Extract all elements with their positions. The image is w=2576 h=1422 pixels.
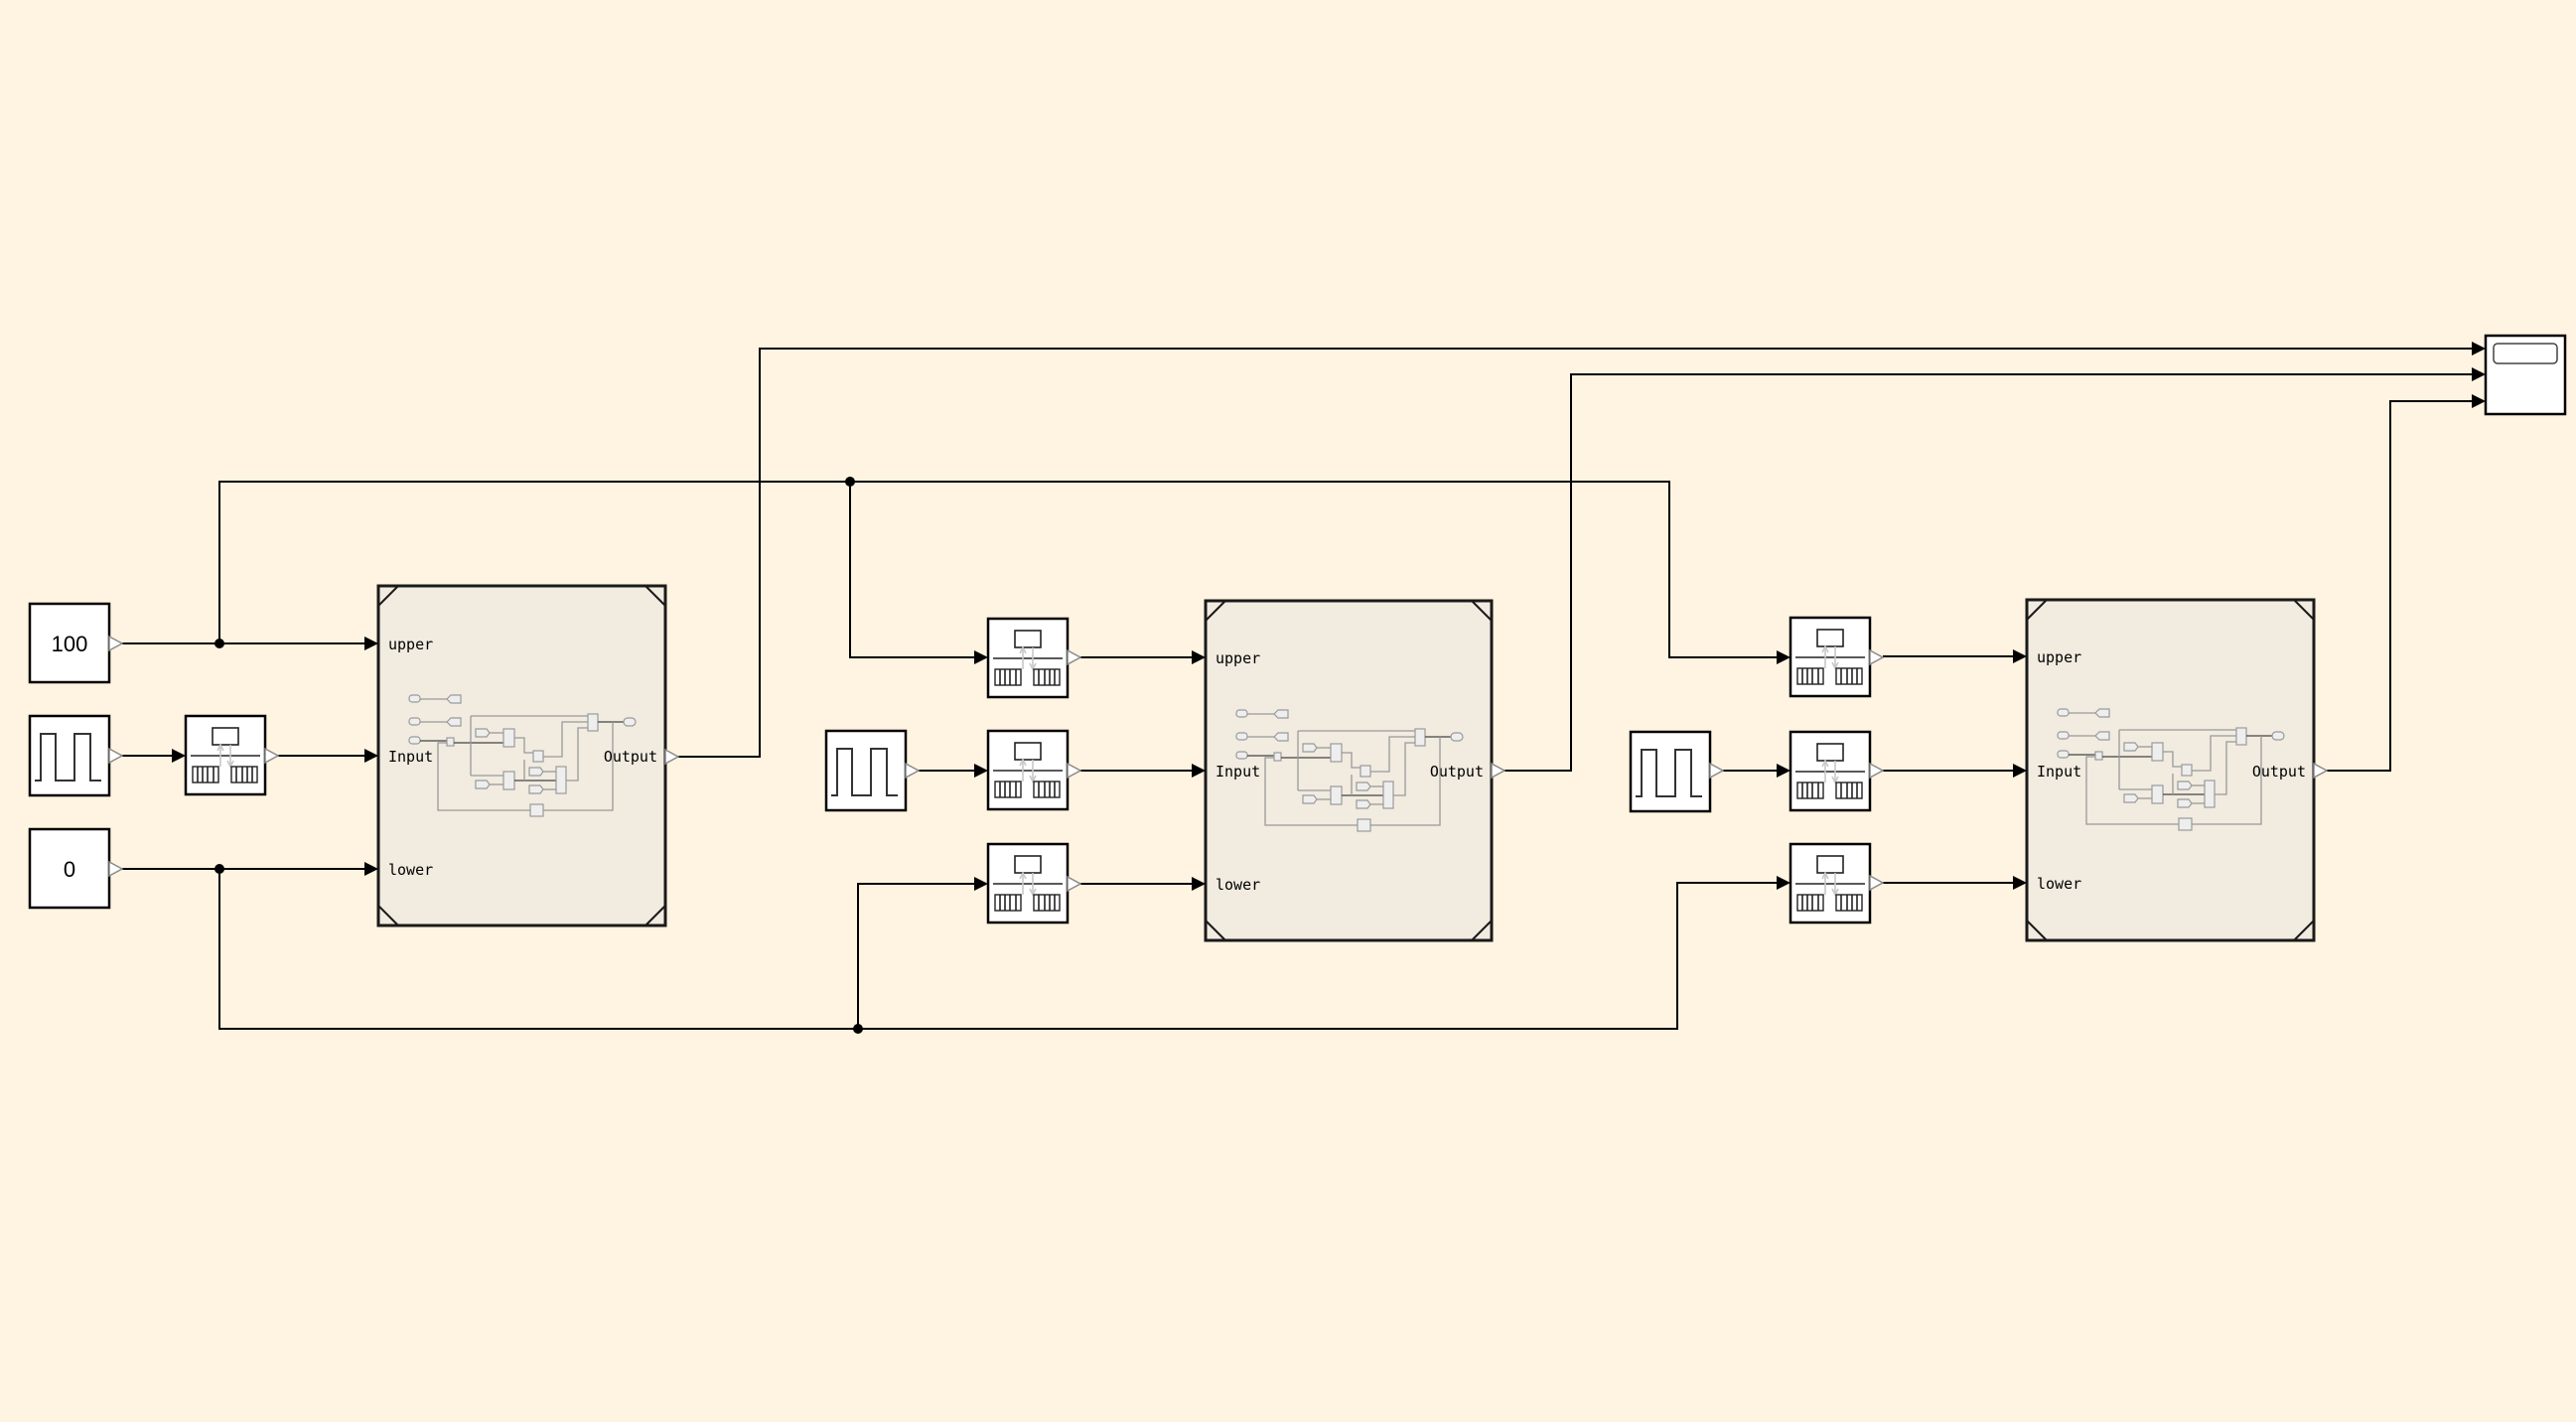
port-label-upper: upper — [1216, 649, 1260, 667]
subsystem-1[interactable]: upper Input lower Output — [364, 584, 679, 927]
branch-point — [853, 1024, 863, 1034]
input-arrow-icon — [1777, 876, 1790, 890]
square-wave-icon — [1629, 730, 1712, 813]
output-port-icon — [108, 748, 123, 764]
output-port-icon — [1869, 875, 1884, 891]
port-label-input: Input — [388, 748, 433, 766]
input-arrow-icon — [1777, 650, 1790, 664]
branch-point — [215, 639, 224, 648]
wire-upper-branch-2[interactable] — [849, 482, 974, 658]
input-arrow-icon — [974, 650, 988, 664]
input-arrow-icon — [2013, 764, 2027, 778]
subsystem-2[interactable]: upper Input lower Output — [1192, 599, 1505, 942]
input-arrow-icon — [1192, 650, 1206, 664]
wire-lower-bus[interactable] — [218, 869, 1777, 1030]
wire-upper-bus[interactable] — [218, 481, 1777, 658]
pulse-generator-1[interactable] — [28, 714, 123, 797]
wire-lower-branch-2[interactable] — [857, 883, 974, 1029]
input-arrow-icon — [2472, 367, 2486, 381]
subsystem-3[interactable]: upper Input lower Output — [2013, 598, 2328, 942]
rate-transition-icon — [1789, 842, 1872, 924]
output-port-icon — [905, 763, 920, 779]
rate-transition-2-lower[interactable] — [974, 842, 1081, 924]
input-arrow-icon — [974, 764, 988, 778]
rate-transition-icon — [986, 729, 1070, 811]
input-arrow-icon — [172, 749, 186, 763]
port-label-lower: lower — [2037, 875, 2081, 893]
input-arrow-icon — [974, 877, 988, 891]
rate-transition-icon — [1789, 616, 1872, 698]
wire-sub2-scope[interactable] — [1504, 373, 2472, 772]
scope-block[interactable] — [2472, 334, 2567, 416]
input-arrow-icon — [2013, 649, 2027, 663]
port-label-output: Output — [2252, 763, 2306, 781]
constant-value: 0 — [64, 857, 75, 882]
input-arrow-icon — [364, 749, 378, 763]
input-arrow-icon — [1192, 877, 1206, 891]
wire-sub3-scope[interactable] — [2327, 400, 2472, 772]
port-label-output: Output — [604, 748, 657, 766]
pulse-generator-3[interactable] — [1629, 730, 1724, 813]
branch-point — [215, 864, 224, 874]
constant-block-upper[interactable]: 100 — [28, 602, 123, 684]
square-wave-icon — [28, 714, 111, 797]
output-port-icon — [1869, 763, 1884, 779]
rate-transition-icon — [986, 842, 1070, 924]
port-label-upper: upper — [388, 636, 433, 653]
port-label-output: Output — [1430, 763, 1484, 781]
input-arrow-icon — [1777, 764, 1790, 778]
pulse-generator-2[interactable] — [824, 729, 920, 812]
input-arrow-icon — [364, 637, 378, 650]
rate-transition-icon — [184, 714, 267, 796]
output-port-icon — [1067, 763, 1081, 779]
constant-value: 100 — [52, 632, 88, 656]
rate-transition-1[interactable] — [172, 714, 279, 796]
input-arrow-icon — [1192, 764, 1206, 778]
rate-transition-2-upper[interactable] — [974, 617, 1081, 699]
input-arrow-icon — [2472, 394, 2486, 408]
port-label-lower: lower — [388, 861, 433, 879]
rate-transition-icon — [986, 617, 1070, 699]
rate-transition-2-input[interactable] — [974, 729, 1081, 811]
port-label-lower: lower — [1216, 876, 1260, 894]
scope-display-icon — [2493, 343, 2558, 364]
rate-transition-3-upper[interactable] — [1777, 616, 1884, 698]
constant-block-lower[interactable]: 0 — [28, 827, 123, 910]
port-label-input: Input — [1216, 763, 1260, 781]
output-port-icon — [1491, 763, 1505, 779]
input-arrow-icon — [2472, 342, 2486, 356]
output-port-icon — [1067, 649, 1081, 665]
branch-point — [845, 477, 855, 487]
output-port-icon — [108, 861, 123, 877]
input-arrow-icon — [2013, 876, 2027, 890]
rate-transition-3-input[interactable] — [1777, 730, 1884, 812]
output-port-icon — [664, 749, 679, 765]
input-arrow-icon — [364, 862, 378, 876]
port-label-input: Input — [2037, 763, 2081, 781]
rate-transition-icon — [1789, 730, 1872, 812]
port-label-upper: upper — [2037, 648, 2081, 666]
output-port-icon — [108, 636, 123, 651]
wire-sub1-scope[interactable] — [678, 348, 2472, 758]
output-port-icon — [264, 748, 279, 764]
signal-lines — [122, 348, 2472, 1030]
square-wave-icon — [824, 729, 908, 812]
rate-transition-3-lower[interactable] — [1777, 842, 1884, 924]
output-port-icon — [2313, 763, 2328, 779]
output-port-icon — [1067, 876, 1081, 892]
output-port-icon — [1709, 763, 1724, 779]
output-port-icon — [1869, 649, 1884, 665]
